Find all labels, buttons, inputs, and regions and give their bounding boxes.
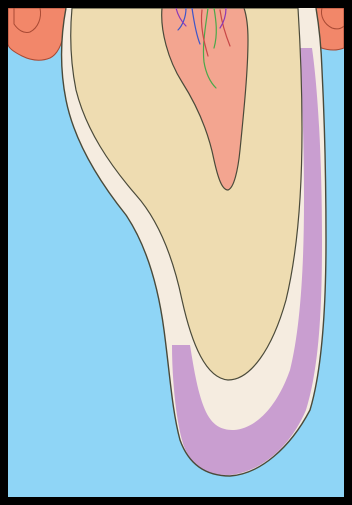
tooth-cross-section-figure bbox=[0, 0, 352, 505]
